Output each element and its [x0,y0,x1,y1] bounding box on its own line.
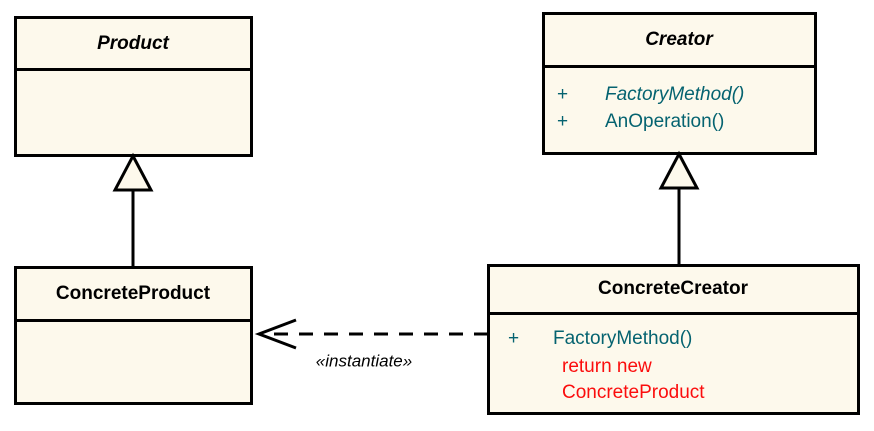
class-box-creator[interactable]: Creator + FactoryMethod() + AnOperation(… [542,12,817,155]
concrete-creator-note-line-1: ConcreteProduct [562,382,705,403]
product-generalization-triangle [112,152,154,192]
concrete-creator-member-0-signature: FactoryMethod() [553,328,692,349]
creator-member-1-signature: AnOperation() [605,111,724,132]
product-box-outline [14,16,253,157]
dependency-instantiate[interactable]: «instantiate» [254,318,488,370]
concrete-creator-note-line-0: return new [562,356,652,377]
generalization-concrete-creator-to-creator[interactable] [658,150,700,265]
concrete-product-box-outline [14,266,253,405]
concrete-product-class-name: ConcreteProduct [56,283,211,304]
generalization-concrete-product-to-product[interactable] [112,152,154,267]
creator-member-0-visibility: + [557,84,568,105]
concrete-creator-class-name: ConcreteCreator [598,278,749,299]
creator-box-outline [542,12,817,155]
creator-member-1-visibility: + [557,111,568,132]
instantiate-open-arrowhead [254,318,297,350]
class-box-product[interactable]: Product [14,16,253,157]
product-class-name: Product [97,33,169,54]
concrete-creator-box-outline [487,264,860,415]
concrete-creator-member-0-visibility: + [508,328,519,349]
creator-generalization-triangle [658,150,700,190]
creator-class-name: Creator [645,29,714,50]
instantiate-stereotype-label: «instantiate» [316,351,412,370]
class-box-concrete-product[interactable]: ConcreteProduct [14,266,253,405]
class-box-concrete-creator[interactable]: ConcreteCreator + FactoryMethod() return… [487,264,860,415]
creator-member-0-signature: FactoryMethod() [605,84,744,105]
